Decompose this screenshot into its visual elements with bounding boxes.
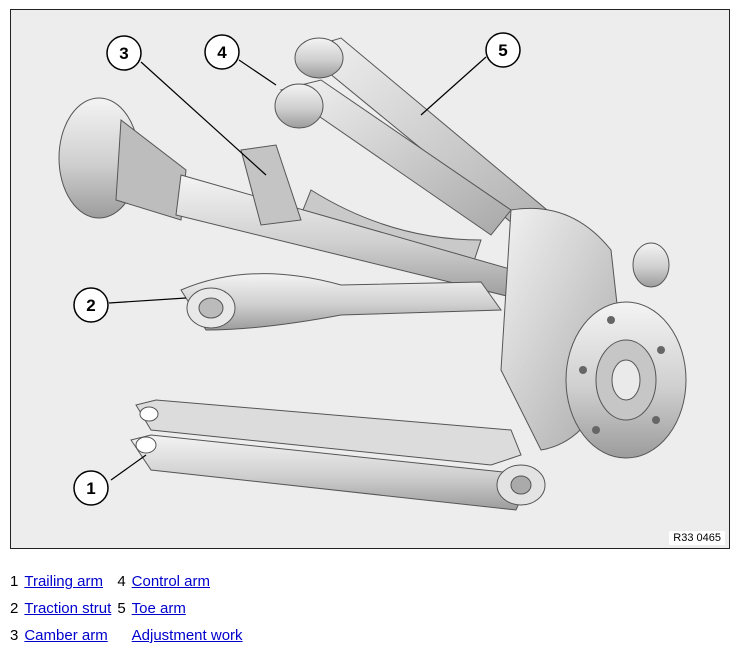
callout-4: 4	[204, 34, 240, 70]
legend-row: 3 Camber arm Adjustment work	[10, 622, 249, 649]
legend-row: 1 Trailing arm 4 Control arm	[10, 568, 249, 595]
callout-3: 3	[106, 35, 142, 71]
legend-number: 4	[117, 573, 126, 590]
trailing-arm-link[interactable]: Trailing arm	[24, 573, 103, 590]
legend-number	[117, 622, 131, 649]
leader-lines	[108, 56, 487, 481]
callout-1-number: 1	[86, 479, 95, 498]
callout-1: 1	[73, 470, 109, 506]
callout-5-number: 5	[498, 41, 507, 60]
adjustment-work-link[interactable]: Adjustment work	[131, 627, 243, 644]
traction-strut-link[interactable]: Traction strut	[24, 600, 112, 617]
callout-3-number: 3	[119, 44, 128, 63]
figure-reference-code: R33 0465	[669, 531, 725, 545]
callout-5: 5	[485, 32, 521, 68]
callout-2: 2	[73, 287, 109, 323]
legend-row: 2 Traction strut 5 Toe arm	[10, 595, 249, 622]
legend-number: 2	[10, 600, 19, 617]
traction-strut-part	[180, 273, 502, 331]
trailing-arm-part	[130, 399, 546, 511]
camber-arm-part	[240, 144, 302, 226]
wheel-hub-part	[500, 207, 687, 459]
camber-arm-link[interactable]: Camber arm	[24, 627, 108, 644]
control-arm-link[interactable]: Control arm	[131, 573, 211, 590]
suspension-illustration: 1 2 3 4 5	[58, 32, 687, 511]
callout-2-number: 2	[86, 296, 95, 315]
callout-4-number: 4	[217, 43, 227, 62]
legend-number: 5	[117, 600, 126, 617]
legend-number: 3	[10, 627, 19, 644]
toe-arm-link[interactable]: Toe arm	[131, 600, 186, 617]
legend-number: 1	[10, 573, 19, 590]
suspension-diagram: 1 2 3 4 5 R33 0465	[10, 9, 730, 549]
legend: 1 Trailing arm 4 Control arm 2 Traction …	[10, 568, 249, 649]
